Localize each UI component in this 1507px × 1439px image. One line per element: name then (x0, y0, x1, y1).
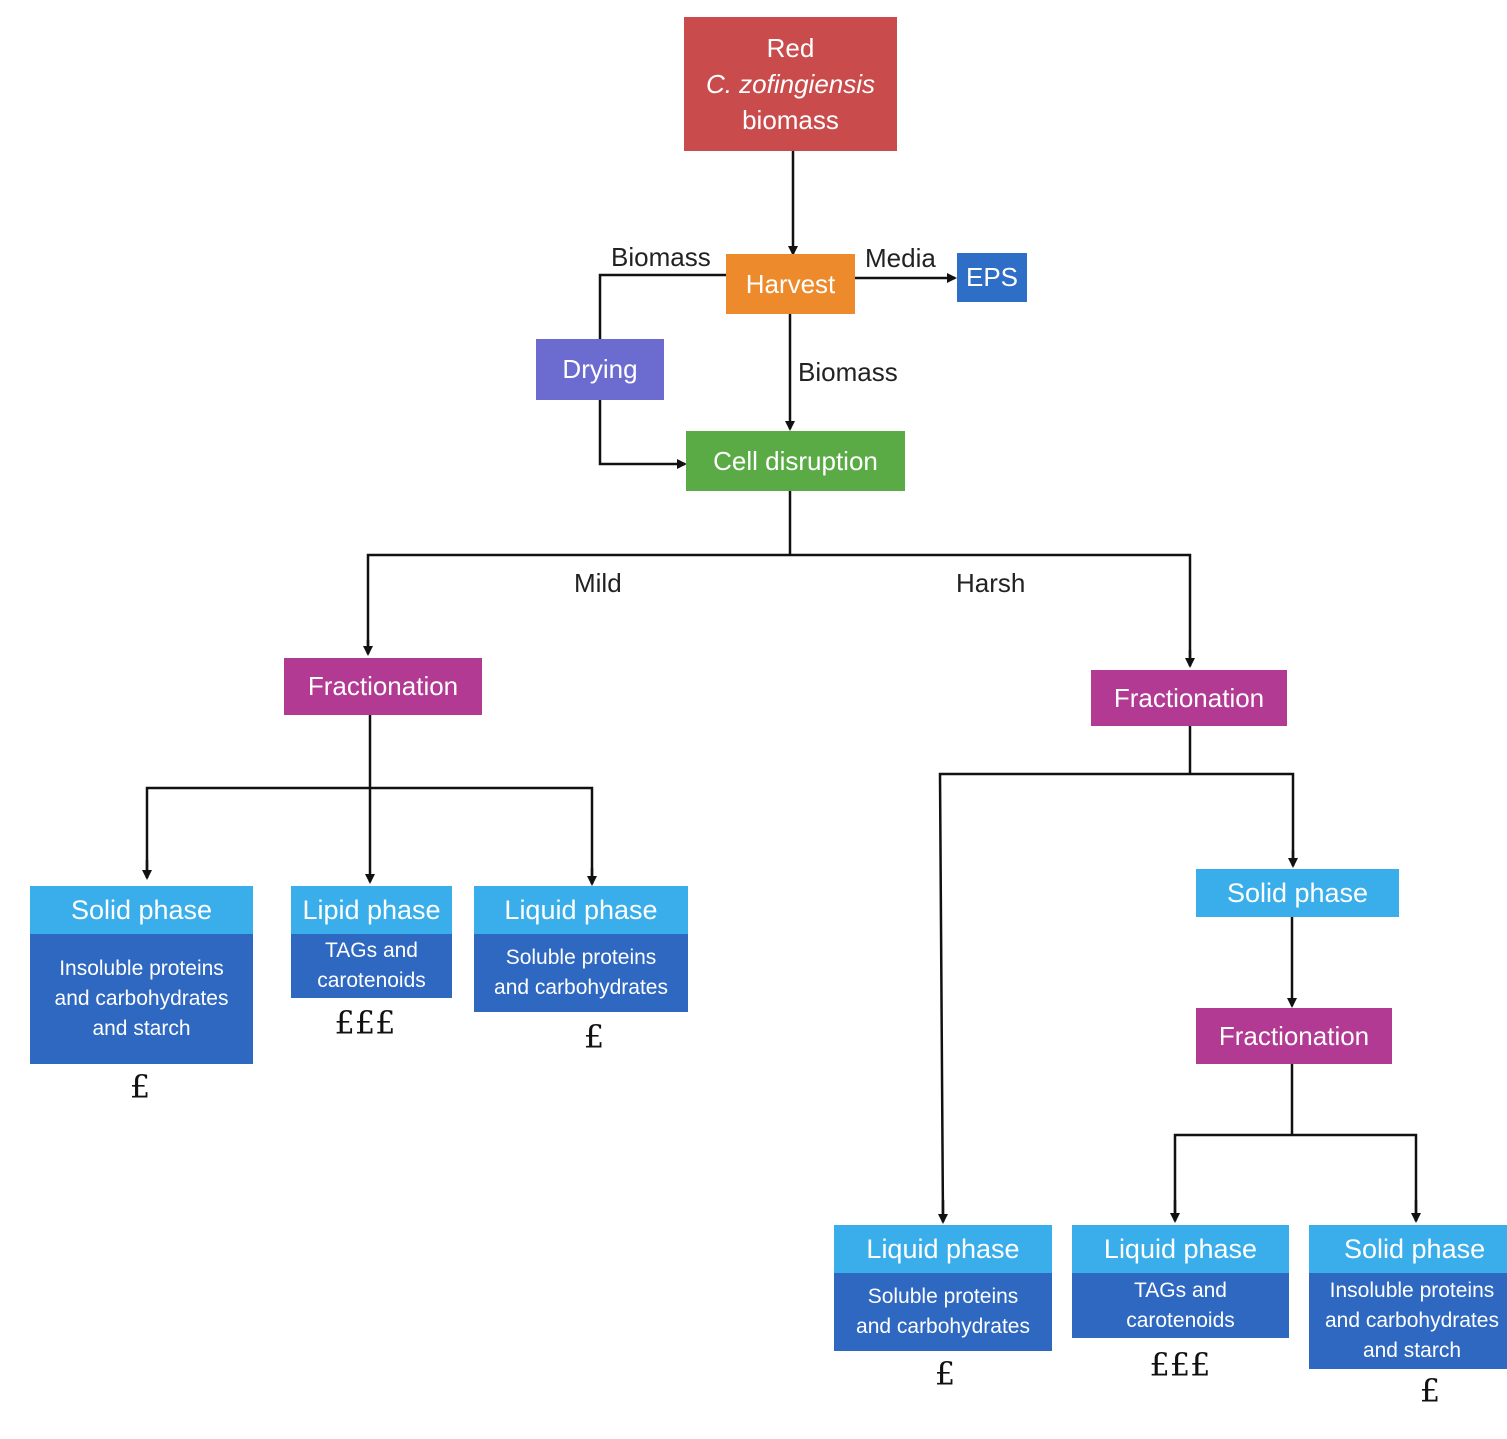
label-biomass-down: Biomass (798, 357, 898, 387)
label-harsh: Harsh (956, 568, 1026, 598)
source-line-1: Red (766, 33, 815, 63)
phase-title: Liquid phase (834, 1225, 1052, 1273)
mild-solid-phase: Solid phase Insoluble proteins and carbo… (30, 886, 253, 1064)
phase-title: Solid phase (1196, 869, 1399, 917)
price-indicator: £ (129, 1068, 151, 1106)
fractionation-harsh-box: Fractionation (1091, 670, 1287, 726)
fractionation-second-box: Fractionation (1196, 1008, 1392, 1064)
harvest-box: Harvest (726, 254, 855, 314)
source-line-3: biomass (742, 105, 839, 135)
cell-disruption-box: Cell disruption (686, 431, 905, 491)
phase-description: TAGs and carotenoids (1126, 1278, 1235, 1332)
harsh-solid-phase: Solid phase Insoluble proteins and carbo… (1309, 1225, 1507, 1369)
price-indicator: £ (583, 1018, 605, 1056)
phase-title: Liquid phase (474, 886, 688, 934)
phase-title: Lipid phase (291, 886, 452, 934)
phase-description: Insoluble proteins and carbohydrates and… (54, 957, 229, 1040)
phase-description: Soluble proteins and carbohydrates (494, 946, 668, 999)
price-indicator: £££ (1149, 1346, 1211, 1384)
line-split-mild-harsh (366, 553, 1192, 666)
phase-title: Solid phase (30, 886, 253, 934)
price-indicator: £ (934, 1355, 956, 1393)
price-indicator: £££ (334, 1004, 396, 1042)
arrow-drying-to-cell-disruption (598, 400, 687, 469)
phase-title: Solid phase (1309, 1225, 1507, 1273)
source-line-2: C. zofingiensis (705, 69, 876, 99)
mild-lipid-phase: Lipid phase TAGs and carotenoids (291, 886, 452, 998)
label-biomass-left: Biomass (611, 242, 711, 272)
mild-liquid-phase: Liquid phase Soluble proteins and carboh… (474, 886, 688, 1012)
phase-title: Liquid phase (1072, 1225, 1289, 1273)
biomass-source-box: Red C. zofingiensis biomass (684, 17, 897, 151)
line-harvest-to-drying (598, 273, 726, 339)
phase-description: Insoluble proteins and carbohydrates and… (1325, 1279, 1499, 1362)
harsh-liquid-phase: Liquid phase Soluble proteins and carboh… (834, 1225, 1052, 1351)
phase-description: Soluble proteins and carbohydrates (856, 1285, 1030, 1338)
eps-box: EPS (957, 253, 1027, 302)
label-media: Media (865, 243, 936, 273)
harsh-solid-intermediate-phase: Solid phase (1196, 869, 1399, 917)
fractionation-mild-box: Fractionation (284, 658, 482, 715)
harsh-liquid-tags-phase: Liquid phase TAGs and carotenoids (1072, 1225, 1289, 1338)
price-indicator: £ (1419, 1372, 1441, 1410)
drying-box: Drying (536, 339, 664, 400)
label-mild: Mild (574, 568, 622, 598)
phase-description: TAGs and carotenoids (317, 939, 426, 992)
